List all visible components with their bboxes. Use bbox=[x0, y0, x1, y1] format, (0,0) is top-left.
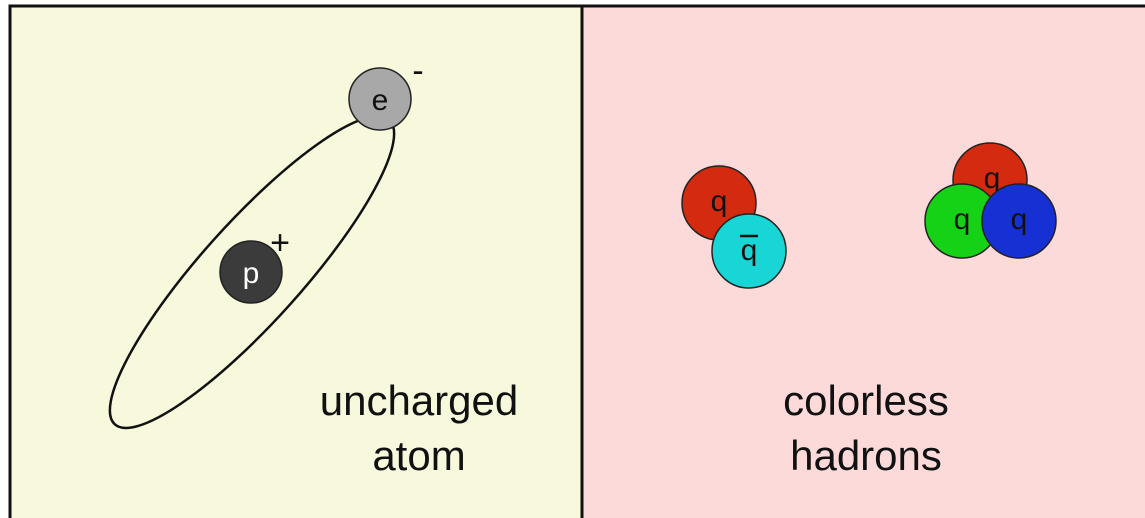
right-panel: q q q q q colorless hadrons bbox=[580, 4, 1145, 518]
left-panel-background bbox=[8, 4, 584, 518]
right-caption-line1: colorless bbox=[783, 377, 949, 424]
right-caption-line2: hadrons bbox=[790, 432, 942, 479]
electron-label: e bbox=[372, 84, 389, 117]
proton: p + bbox=[219, 224, 290, 304]
electron-circle bbox=[348, 67, 412, 131]
left-caption-line2: atom bbox=[372, 432, 465, 479]
proton-label: p bbox=[243, 257, 260, 290]
meson-antiquark-label: q bbox=[741, 234, 758, 267]
proton-charge: + bbox=[270, 224, 290, 262]
electron-charge: - bbox=[412, 52, 423, 90]
proton-circle bbox=[219, 240, 283, 304]
left-caption-line1: uncharged bbox=[320, 377, 519, 424]
baryon-red-quark-label: q bbox=[984, 162, 1001, 195]
meson-antiquark-circle bbox=[711, 213, 787, 289]
baryon-blue-quark-label: q bbox=[1011, 203, 1028, 236]
baryon-blue-quark-circle bbox=[981, 183, 1057, 259]
electron: e - bbox=[348, 52, 424, 131]
baryon-green-quark-label: q bbox=[954, 203, 971, 236]
meson: q q bbox=[681, 165, 787, 289]
right-panel-background bbox=[580, 4, 1145, 518]
meson-quark-label: q bbox=[711, 185, 728, 218]
left-panel: e - p + uncharged atom bbox=[8, 4, 584, 518]
baryon: q q q bbox=[924, 142, 1057, 259]
